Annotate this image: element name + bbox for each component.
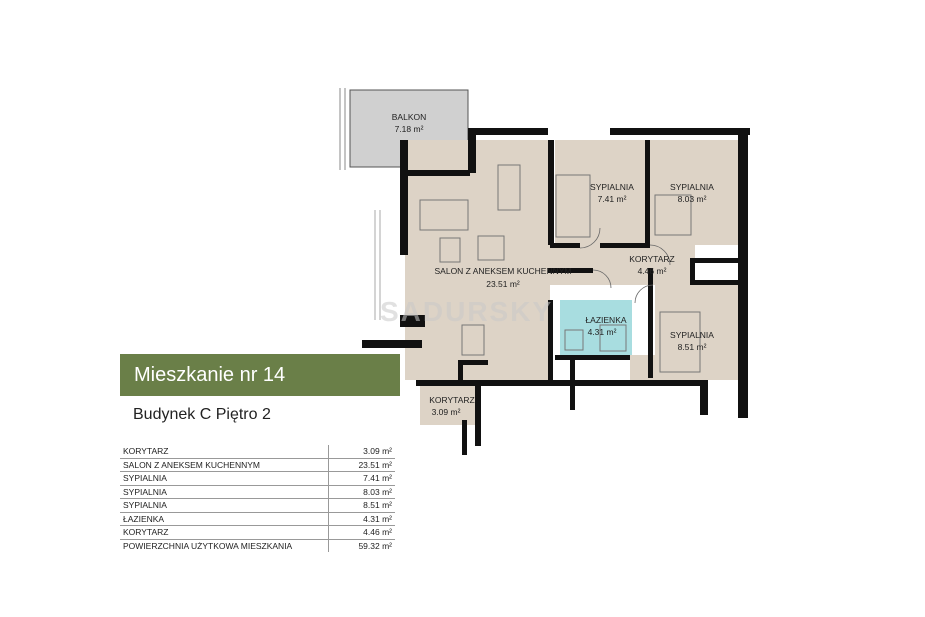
korytarz-top-area: 4.46 m² bbox=[638, 266, 667, 276]
total-name-cell: POWIERZCHNIA UŻYTKOWA MIESZKANIA bbox=[123, 540, 293, 551]
salon-name: SALON Z ANEKSEM KUCHENNYM bbox=[435, 266, 572, 276]
lazienka-name: ŁAZIENKA bbox=[585, 315, 626, 325]
furniture bbox=[419, 164, 701, 373]
sypialnia1-floor bbox=[555, 140, 645, 245]
room-area-cell: 3.09 m² bbox=[328, 445, 395, 459]
room-name-cell: ŁAZIENKA bbox=[120, 512, 329, 526]
room-name-cell: SYPIALNIA bbox=[120, 498, 329, 513]
room-name-cell: SALON Z ANEKSEM KUCHENNYM bbox=[120, 458, 329, 472]
room-area-cell: 4.46 m² bbox=[328, 525, 395, 540]
korytarz-top-floor bbox=[550, 245, 695, 285]
room-name-cell: SYPIALNIA bbox=[120, 471, 329, 486]
lazienka-area: 4.31 m² bbox=[588, 327, 617, 337]
sypialnia3-floor bbox=[655, 285, 740, 380]
lazienka-floor bbox=[560, 300, 632, 355]
apartment-title-banner: Mieszkanie nr 14 bbox=[120, 354, 400, 396]
room-area-cell: 8.03 m² bbox=[328, 485, 395, 499]
room-name-cell: KORYTARZ bbox=[120, 445, 329, 459]
balkon-area: 7.18 m² bbox=[395, 124, 424, 134]
room-area-cell: 23.51 m² bbox=[328, 458, 395, 472]
sypialnia3-name: SYPIALNIA bbox=[670, 330, 714, 340]
balkon-name: BALKON bbox=[392, 112, 427, 122]
room-area-cell: 8.51 m² bbox=[328, 498, 395, 513]
watermark-logo: SADURSKY bbox=[380, 296, 554, 327]
sypialnia1-name: SYPIALNIA bbox=[590, 182, 634, 192]
korytarz-bottom-name: KORYTARZ bbox=[429, 395, 475, 405]
sypialnia2-name: SYPIALNIA bbox=[670, 182, 714, 192]
sypialnia1-area: 7.41 m² bbox=[598, 194, 627, 204]
total-area-cell: 59.32 m² bbox=[328, 539, 395, 552]
korytarz-top-name: KORYTARZ bbox=[629, 254, 675, 264]
korytarz-bottom-area: 3.09 m² bbox=[432, 407, 461, 417]
sypialnia2-floor bbox=[648, 140, 738, 245]
sypialnia2-area: 8.03 m² bbox=[678, 194, 707, 204]
room-name-cell: SYPIALNIA bbox=[120, 485, 329, 499]
room-name-cell: KORYTARZ bbox=[120, 525, 329, 540]
table-row-total: POWIERZCHNIA UŻYTKOWA MIESZKANIA 59.32 m² bbox=[120, 539, 395, 552]
walls bbox=[362, 128, 750, 455]
sypialnia3-area: 8.51 m² bbox=[678, 342, 707, 352]
building-floor-subtitle: Budynek C Piętro 2 bbox=[133, 406, 271, 423]
salon-area: 23.51 m² bbox=[486, 279, 520, 289]
room-area-cell: 7.41 m² bbox=[328, 471, 395, 486]
room-area-cell: 4.31 m² bbox=[328, 512, 395, 526]
korytarz-bottom-floor bbox=[420, 380, 475, 425]
